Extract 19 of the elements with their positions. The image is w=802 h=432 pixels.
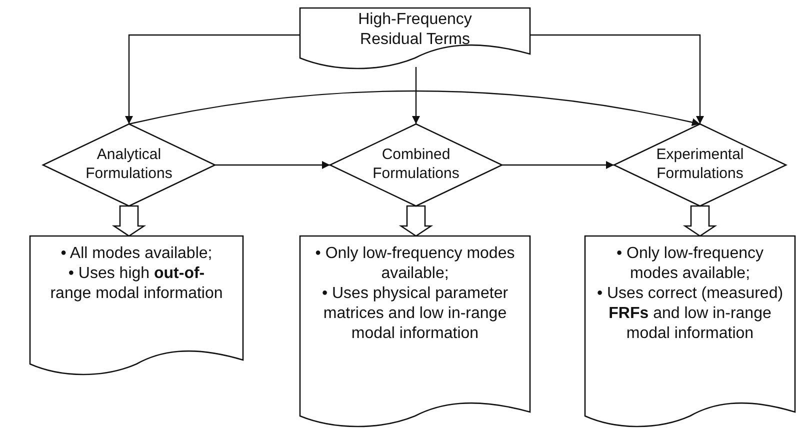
- decision-label: Combined Formulations: [372, 146, 460, 184]
- arrow: [502, 161, 614, 169]
- box-text: • Uses physical parameter matrices and low in-range modal information: [320, 284, 510, 344]
- box-text: • Only low-frequency modes available;: [616, 244, 764, 284]
- block-arrow: [682, 205, 718, 237]
- box-text: • All modes available;: [60, 244, 214, 264]
- arrow: [128, 90, 700, 126]
- box-text: High-Frequency Residual Terms: [357, 10, 473, 50]
- block-arrow: [398, 205, 434, 237]
- decision-label: Experimental Formulations: [655, 146, 745, 184]
- arrow: [215, 161, 330, 169]
- box-text: • Only low-frequency modes available;: [315, 244, 515, 284]
- arrow: [125, 34, 300, 124]
- box-text: • Uses correct (measured) FRFs and low in-range modal information: [596, 284, 784, 344]
- arrow: [412, 67, 420, 124]
- box-text: • Uses high out-of- range modal information: [49, 264, 224, 304]
- arrow: [530, 34, 704, 124]
- decision-label: Analytical Formulations: [84, 146, 174, 184]
- block-arrow: [112, 205, 146, 237]
